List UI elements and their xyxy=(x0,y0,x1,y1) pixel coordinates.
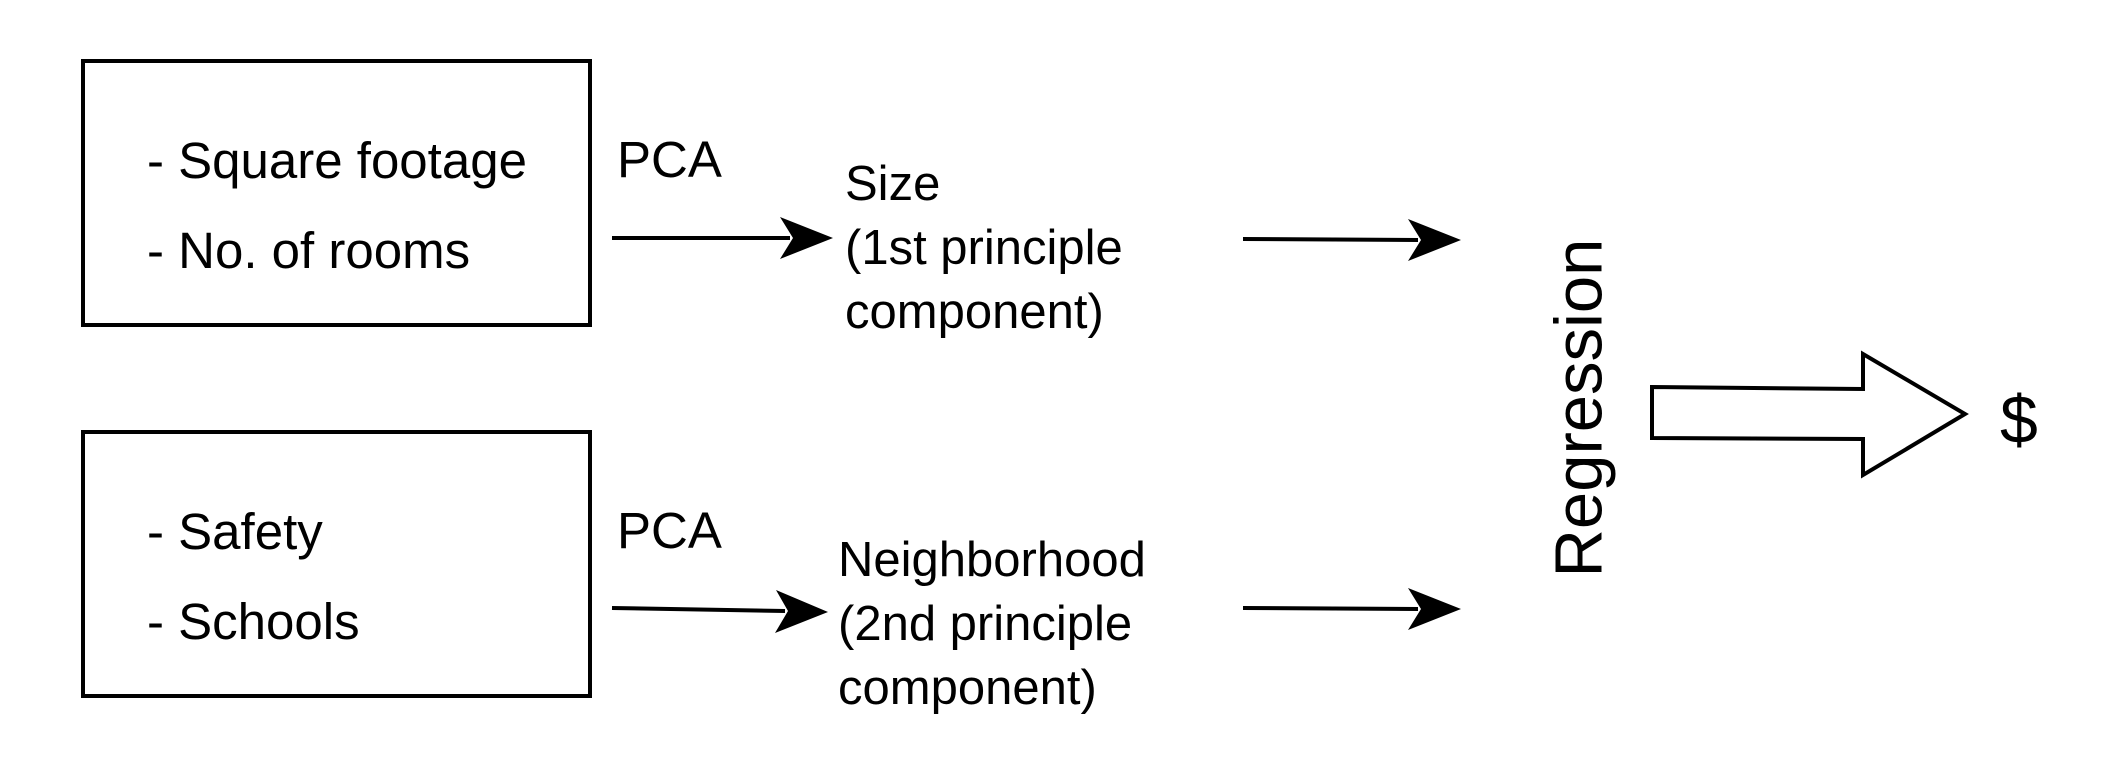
box-size-features: - Square footage - No. of rooms xyxy=(81,59,592,327)
box-neighborhood-features: - Safety - Schools xyxy=(81,430,592,698)
component-size-line: component) xyxy=(845,285,1104,339)
arrow-regression-top xyxy=(1242,219,1461,261)
arrow-pca-bottom xyxy=(611,590,828,633)
component-neighborhood: Neighborhood (2nd principle component) xyxy=(838,528,1146,720)
feature-schools: - Schools xyxy=(147,593,360,650)
component-neighborhood-line: (2nd principle xyxy=(838,597,1133,651)
component-size-line: (1st principle xyxy=(845,221,1123,275)
feature-square-footage: - Square footage xyxy=(147,132,527,189)
pca-label-top: PCA xyxy=(617,131,722,188)
feature-rooms: - No. of rooms xyxy=(147,222,471,279)
pca-label-bottom: PCA xyxy=(617,502,722,559)
component-neighborhood-line: component) xyxy=(838,661,1097,715)
component-size: Size (1st principle component) xyxy=(845,152,1123,344)
feature-safety: - Safety xyxy=(147,503,323,560)
component-size-line: Size xyxy=(845,157,941,211)
component-neighborhood-line: Neighborhood xyxy=(838,533,1146,587)
arrow-pca-top xyxy=(612,217,833,259)
arrow-regression-bottom xyxy=(1242,588,1461,630)
output-block-arrow xyxy=(1650,350,1969,479)
regression-label: Regression xyxy=(1541,238,1617,578)
output-dollar-label: $ xyxy=(2000,382,2038,458)
